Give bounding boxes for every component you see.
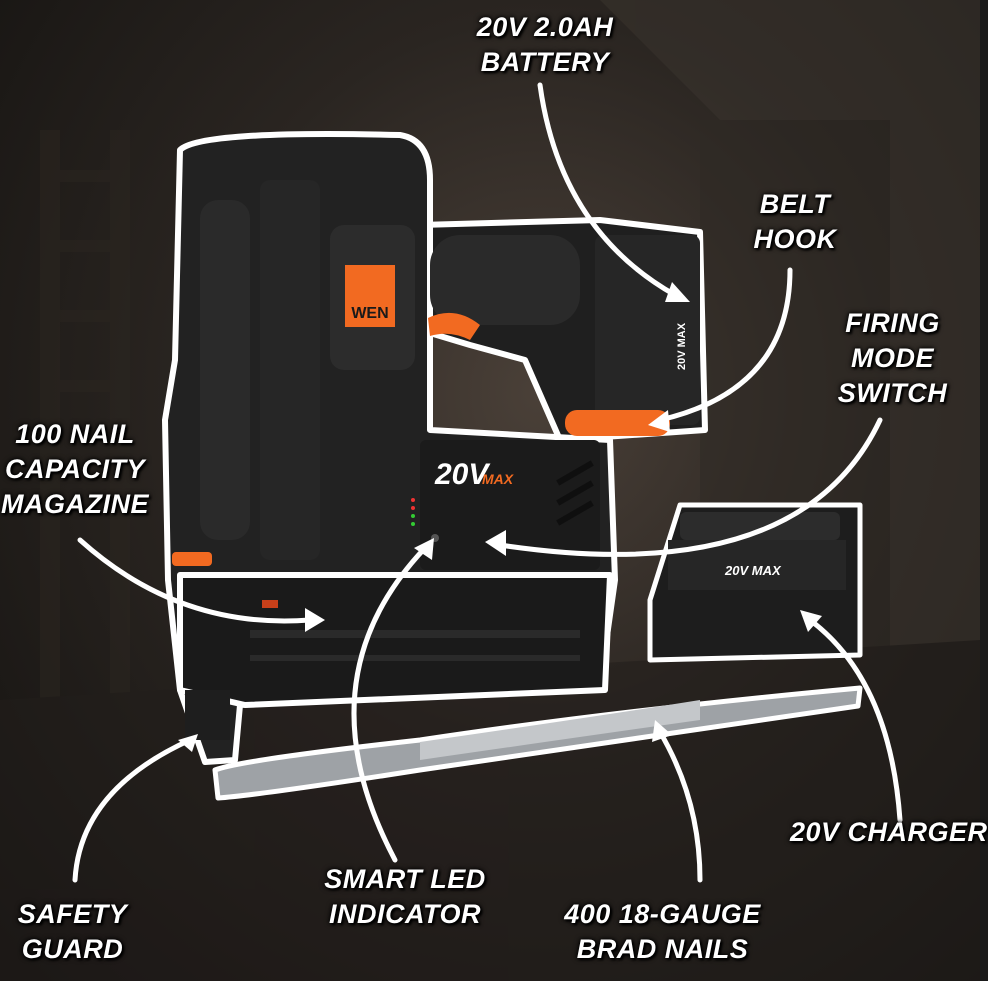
callout-charger: 20V CHARGER xyxy=(790,815,988,850)
battery-label: 20V MAX xyxy=(676,322,688,370)
max-badge: MAX xyxy=(482,471,515,487)
callout-firing-mode: FIRING MODE SWITCH xyxy=(825,306,960,411)
callout-brad-nails-line2: BRAD NAILS xyxy=(576,934,749,964)
callout-safety-guard-line1: SAFETY xyxy=(17,899,128,929)
callout-firing-mode-line2: MODE xyxy=(851,343,934,373)
callout-magazine: 100 NAIL CAPACITY MAGAZINE xyxy=(0,417,150,522)
arrow-heads xyxy=(178,282,822,752)
callout-led-indicator-line1: SMART LED xyxy=(324,864,486,894)
callout-magazine-line2: CAPACITY xyxy=(4,454,145,484)
callout-charger-line1: 20V CHARGER xyxy=(790,817,988,847)
callout-arrows xyxy=(72,82,903,883)
callout-brad-nails-line1: 400 18-GAUGE xyxy=(564,899,761,929)
nail-gun-details xyxy=(172,180,700,740)
charger-label: 20V MAX xyxy=(724,563,782,578)
callout-firing-mode-line3: SWITCH xyxy=(837,378,948,408)
callout-battery-line2: BATTERY xyxy=(480,47,610,77)
callout-battery: 20V 2.0AH BATTERY xyxy=(470,10,620,80)
callout-belt-hook: BELT HOOK xyxy=(740,187,850,257)
callout-magazine-line1: 100 NAIL xyxy=(15,419,135,449)
callout-led-indicator-line2: INDICATOR xyxy=(329,899,481,929)
wen-logo-text: WEN xyxy=(351,305,388,322)
callout-brad-nails: 400 18-GAUGE BRAD NAILS xyxy=(560,897,765,967)
callout-safety-guard-line2: GUARD xyxy=(21,934,124,964)
callout-firing-mode-line1: FIRING xyxy=(845,308,940,338)
callout-safety-guard: SAFETY GUARD xyxy=(10,897,135,967)
callout-magazine-line3: MAGAZINE xyxy=(1,489,149,519)
callout-led-indicator: SMART LED INDICATOR xyxy=(320,862,490,932)
callout-battery-line1: 20V 2.0AH xyxy=(476,12,614,42)
callout-belt-hook-line1: BELT xyxy=(759,189,831,219)
callout-belt-hook-line2: HOOK xyxy=(753,224,837,254)
voltage-badge: 20V xyxy=(434,458,491,491)
